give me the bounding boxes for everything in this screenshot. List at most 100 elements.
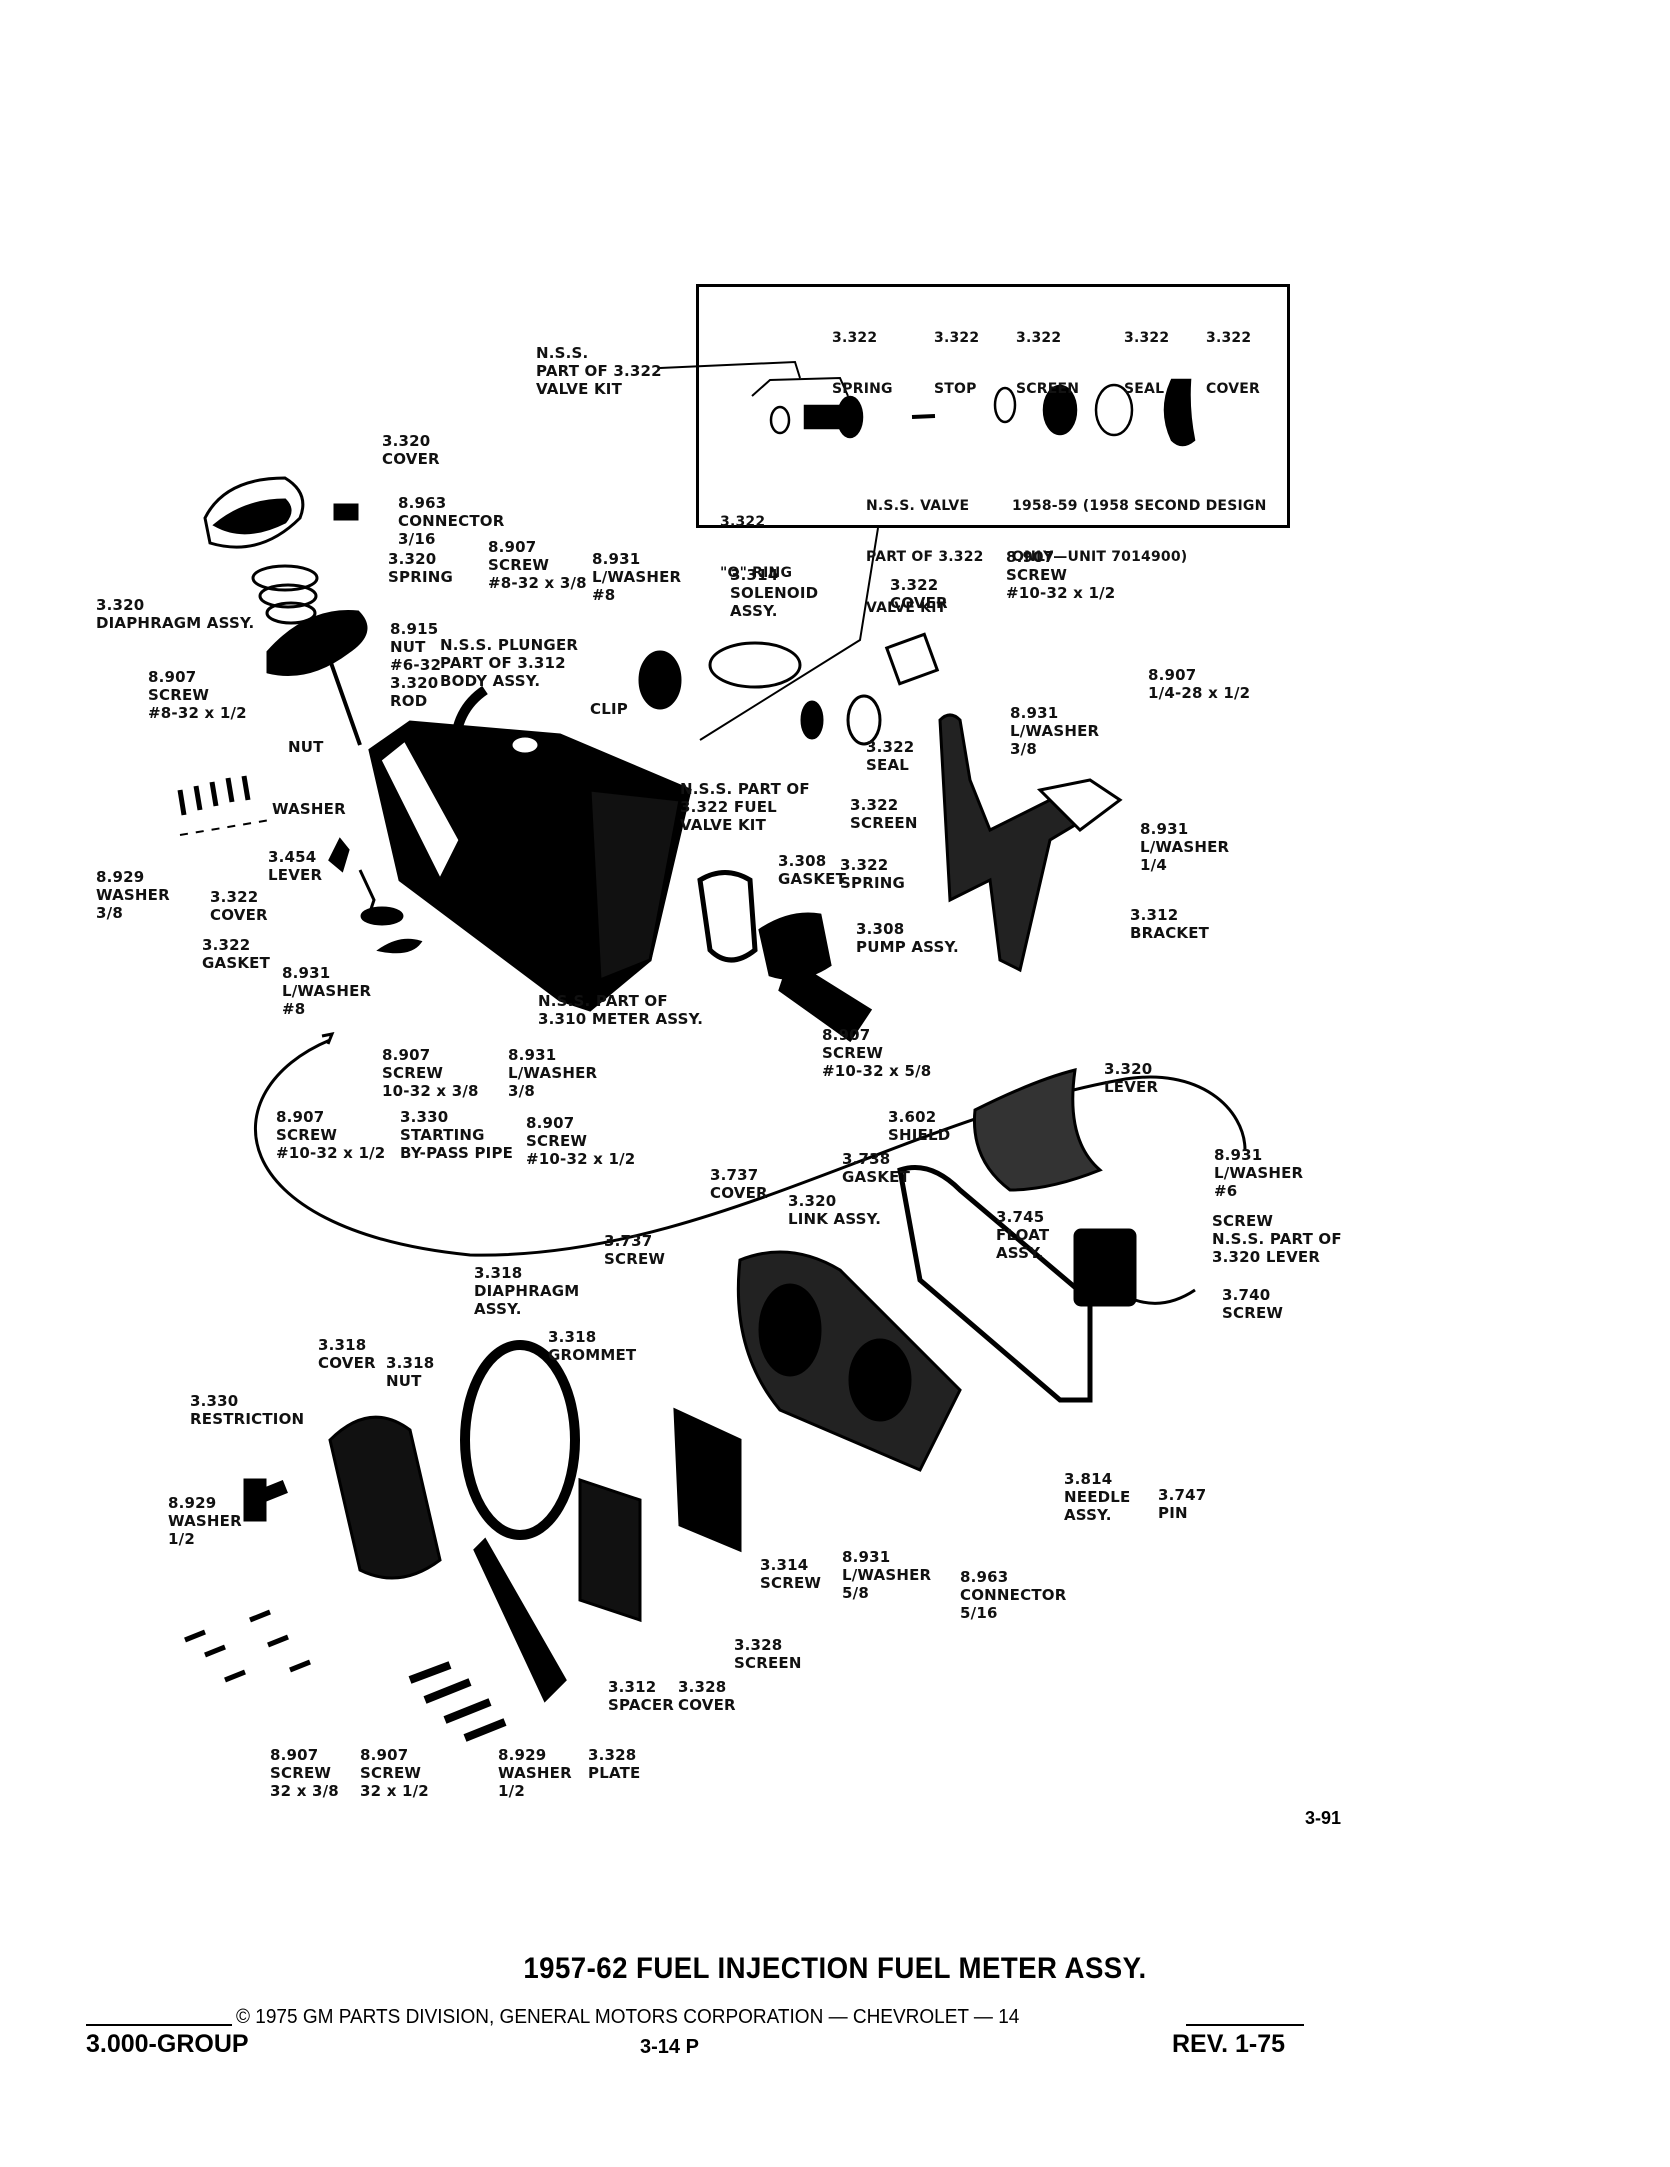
- copyright-text: © 1975 GM PARTS DIVISION, GENERAL MOTORS…: [236, 2006, 1020, 2028]
- callout-line-primary: 8.907: [1006, 548, 1055, 566]
- callout-line-primary: 3.320: [388, 550, 437, 568]
- callout-line: SCREW: [488, 556, 550, 574]
- part-number: 3.322: [1016, 330, 1062, 346]
- callout-line-primary: CLIP: [590, 700, 628, 718]
- callout-line: SHIELD: [888, 1126, 951, 1144]
- callout-line-primary: 8.907: [360, 1746, 409, 1764]
- callout-line: #8-32 x 1/2: [148, 704, 247, 722]
- callout-line-primary: 3.322: [890, 576, 939, 594]
- callout-line: 3/8: [1010, 740, 1037, 758]
- part-number: 3.322: [934, 330, 980, 346]
- diaphragm-3320-part: [266, 610, 368, 676]
- callout-washer: WASHER: [272, 800, 346, 818]
- callout-line-primary: 8.907: [276, 1108, 325, 1126]
- callout-line-primary: SCREW: [1212, 1212, 1274, 1230]
- callout-line: SPACER: [608, 1696, 675, 1714]
- screen-part: [1042, 384, 1078, 436]
- callout-line-primary: 3.328: [588, 1746, 637, 1764]
- callout-line-primary: N.S.S. PLUNGER: [440, 636, 579, 654]
- callout-line-primary: 3.322: [840, 856, 889, 874]
- left-screws: [177, 775, 251, 816]
- callout-line: 3.320 LEVER: [1212, 1248, 1321, 1266]
- callout-line: 1/4: [1140, 856, 1167, 874]
- callout-inset-spring: 3.322 SPRING: [832, 296, 893, 415]
- callout-line: DIAPHRAGM: [474, 1282, 580, 1300]
- callout-line: PART OF 3.322: [536, 362, 662, 380]
- callout-line-primary: 8.931: [592, 550, 641, 568]
- callout-line: ASSY.: [996, 1244, 1044, 1262]
- callout-line: COVER: [678, 1696, 736, 1714]
- callout-line: SCREW: [760, 1574, 822, 1592]
- callout-line: L/WASHER: [1214, 1164, 1304, 1182]
- part-number: 3.322: [720, 514, 766, 530]
- callout-line: #8: [282, 1000, 306, 1018]
- callout-line-primary: 3.318: [318, 1336, 367, 1354]
- callout-line: RESTRICTION: [190, 1410, 305, 1428]
- callout-line: PIN: [1158, 1504, 1188, 1522]
- callout-line-primary: 8.931: [1010, 704, 1059, 722]
- callout-line: 1/4-28 x 1/2: [1148, 684, 1251, 702]
- callout-line: N.S.S. PART OF: [1212, 1230, 1342, 1248]
- callout-inset-cover: 3.322 COVER: [1206, 296, 1260, 415]
- gasket-3308-part: [697, 870, 758, 963]
- screen-3328-part: [578, 1477, 642, 1623]
- callout-nut: NUT: [288, 738, 324, 756]
- callout-line: SCREEN: [734, 1654, 802, 1672]
- callout-line-primary: 3.322: [850, 796, 899, 814]
- callout-line-primary: 3.738: [842, 1150, 891, 1168]
- callout-line: #8: [592, 586, 616, 604]
- callout-line: #10-32 x 1/2: [1006, 584, 1116, 602]
- callout-line: 1/2: [168, 1530, 195, 1548]
- callout-line: L/WASHER: [842, 1566, 932, 1584]
- spring-part: [911, 414, 936, 419]
- valve-head-part: [836, 395, 864, 439]
- callout-line: COVER: [318, 1354, 376, 1372]
- callout-line-primary: 8.907: [382, 1046, 431, 1064]
- callout-line: PLATE: [588, 1764, 641, 1782]
- callout-line-primary: 3.320: [390, 674, 439, 692]
- callout-line-primary: 8.907: [270, 1746, 319, 1764]
- callout-line: GASKET: [778, 870, 847, 888]
- label-line: N.S.S. VALVE: [866, 498, 970, 514]
- callout-line: #8-32 x 3/8: [488, 574, 587, 592]
- callout-line-primary: 8.929: [498, 1746, 547, 1764]
- callout-line-primary: 8.931: [508, 1046, 557, 1064]
- callout-line: GASKET: [842, 1168, 911, 1186]
- callout-line-primary: 8.907: [526, 1114, 575, 1132]
- callout-line: 3/8: [508, 1082, 535, 1100]
- cover-3328-part: [673, 1407, 742, 1553]
- callout-line: NEEDLE: [1064, 1488, 1131, 1506]
- cover-3318-part: [328, 1415, 442, 1580]
- callout-line-primary: 3.320: [96, 596, 145, 614]
- callout-line-primary: 3.312: [608, 1678, 657, 1696]
- cover-part: [1163, 378, 1196, 447]
- callout-line-primary: 3.737: [604, 1232, 653, 1250]
- callout-line: 32 x 3/8: [270, 1782, 339, 1800]
- connector-part: [333, 503, 359, 521]
- callout-line: VALVE KIT: [680, 816, 767, 834]
- callout-line-primary: 3.312: [1130, 906, 1179, 924]
- callout-line: WASHER: [498, 1764, 572, 1782]
- lower-group: [736, 1068, 1196, 1472]
